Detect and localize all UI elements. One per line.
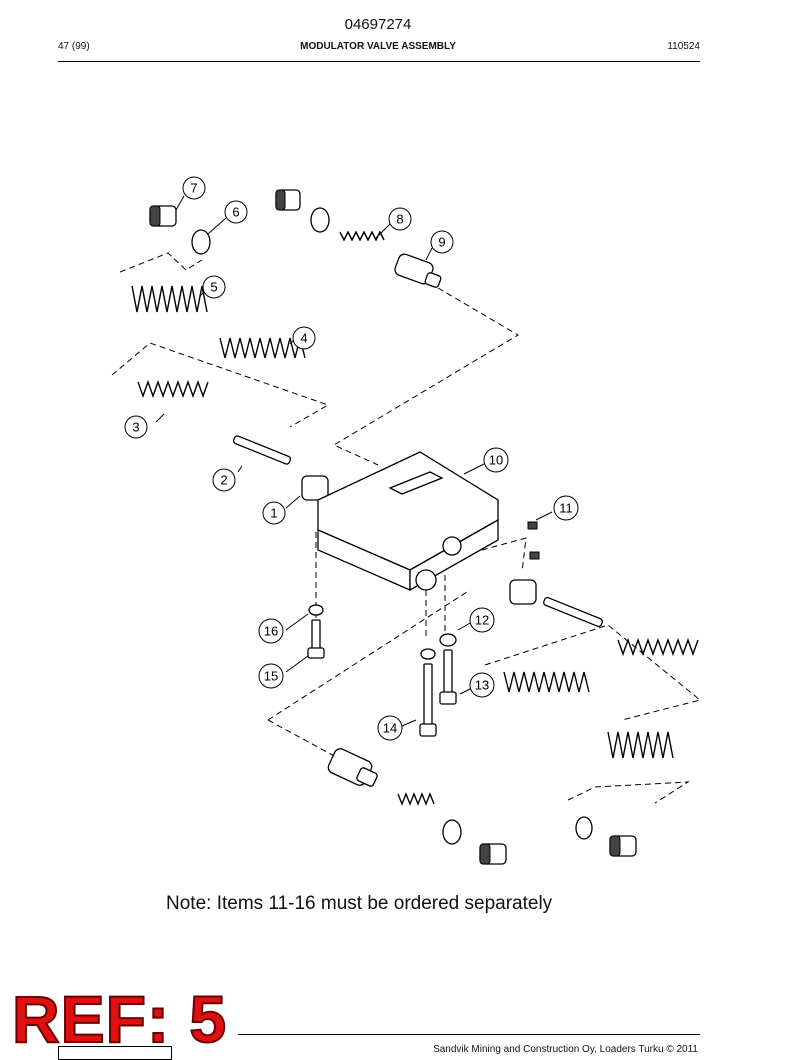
pin-part-right [543, 596, 603, 628]
o-ring-part-6 [191, 229, 211, 255]
callout-8: 8 [388, 207, 412, 231]
callout-label: 13 [475, 678, 489, 693]
washer-part-12 [439, 633, 457, 647]
assembly-guide-lines [111, 252, 702, 804]
o-ring-part-lower-right [575, 816, 593, 840]
callout-label: 10 [489, 453, 503, 468]
spring-part-4 [219, 337, 306, 359]
spring-part-right-large [607, 731, 674, 759]
bolt-part-13 [439, 649, 457, 705]
callout-label: 4 [300, 331, 307, 346]
plug-part-7 [149, 205, 177, 227]
callout-label: 9 [438, 235, 445, 250]
callout-label: 3 [132, 420, 139, 435]
plug-part-lower-right [609, 835, 637, 857]
callout-label: 8 [396, 212, 403, 227]
callout-13: 13 [469, 672, 495, 698]
valve-part-lower [327, 748, 378, 787]
plug-part-lower [479, 843, 507, 865]
callout-label: 15 [264, 669, 278, 684]
document-number: 04697274 [344, 16, 412, 33]
reference-stamp: REF: 5 [11, 982, 228, 1056]
callout-7: 7 [182, 176, 206, 200]
set-screw-part-11b [529, 551, 540, 560]
callout-label: 6 [232, 205, 239, 220]
callout-label: 14 [383, 721, 397, 736]
callout-14: 14 [377, 715, 403, 741]
spring-part-5 [131, 285, 208, 313]
plug-part-top [275, 189, 301, 211]
set-screw-part-11a [527, 521, 538, 530]
bolt-part-14 [419, 663, 437, 737]
o-ring-part-top [310, 207, 330, 233]
callout-label: 2 [220, 473, 227, 488]
callout-11: 11 [553, 495, 579, 521]
page-title: MODULATOR VALVE ASSEMBLY [300, 41, 456, 52]
spring-part-lower [397, 792, 435, 806]
bolt-part-15 [307, 619, 325, 659]
washer-part-16 [308, 604, 324, 616]
callout-4: 4 [292, 326, 316, 350]
spring-part-right-medium [503, 671, 590, 693]
spring-part-right-small [617, 637, 699, 657]
callout-label: 1 [270, 506, 277, 521]
footer-copyright: Sandvik Mining and Construction Oy, Load… [433, 1044, 698, 1055]
page-number: 47 (99) [58, 41, 90, 52]
brand-logo-box [58, 1046, 172, 1060]
callout-16: 16 [258, 618, 284, 644]
callout-3: 3 [124, 415, 148, 439]
ordering-note: Note: Items 11-16 must be ordered separa… [166, 893, 553, 914]
leader-lines [155, 195, 553, 727]
callout-label: 12 [475, 613, 489, 628]
callout-2: 2 [212, 468, 236, 492]
callout-label: 16 [264, 624, 278, 639]
plug-part-1 [301, 475, 329, 501]
callout-label: 5 [210, 280, 217, 295]
exploded-parts-diagram: 7 6 8 9 5 4 3 2 1 10 11 12 13 14 15 16 [111, 176, 702, 865]
valve-part-9 [394, 253, 442, 288]
spring-part-3 [137, 379, 209, 399]
callout-10: 10 [483, 447, 509, 473]
o-ring-part-lower [442, 819, 462, 845]
callout-9: 9 [430, 230, 454, 254]
callout-label: 7 [190, 181, 197, 196]
footer-rule [238, 1034, 700, 1035]
callout-6: 6 [224, 200, 248, 224]
callout-15: 15 [258, 663, 284, 689]
header-rule [58, 61, 700, 62]
plug-part-right [509, 579, 537, 605]
pin-part-2 [232, 435, 292, 465]
valve-body-part-10 [317, 451, 499, 592]
date-code: 110524 [667, 41, 700, 52]
callout-1: 1 [262, 501, 286, 525]
washer-part-14 [420, 648, 436, 660]
callout-12: 12 [469, 607, 495, 633]
callout-label: 11 [559, 501, 573, 516]
spring-part-8 [339, 230, 385, 242]
callout-5: 5 [202, 275, 226, 299]
